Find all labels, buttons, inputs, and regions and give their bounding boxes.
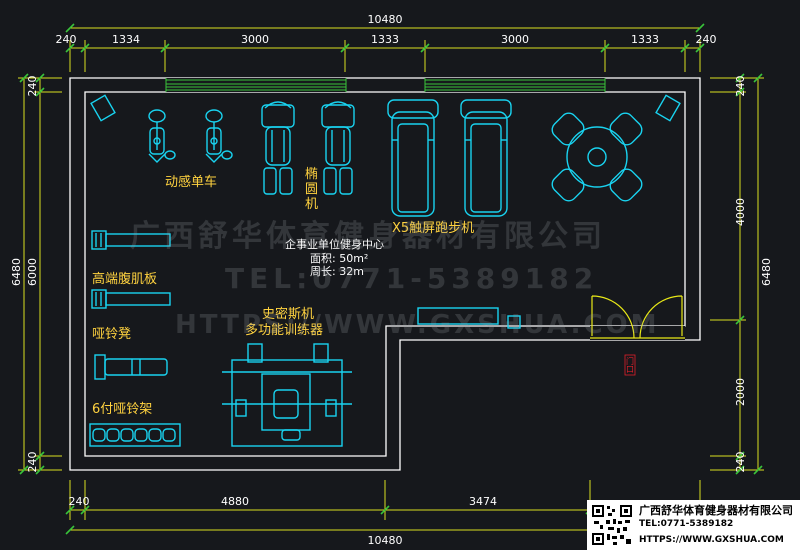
dim-top-seg: 240 [696, 33, 717, 46]
ab-board-icon [91, 289, 171, 309]
dimension-left: 6480 240 6000 240 [10, 73, 62, 475]
dim-top-seg: 1333 [371, 33, 399, 46]
dim-top-seg: 3000 [241, 33, 269, 46]
dim-top-seg: 1334 [112, 33, 140, 46]
stamp-url: HTTPS://WWW.GXSHUA.COM [639, 535, 784, 545]
room-walls [69, 77, 701, 471]
label-multi-trainer: 多功能训练器 [245, 322, 323, 338]
watermark-url: HTTPS://WWW.GXSHUA.COM [175, 310, 660, 340]
dim-bottom-total: 10480 [368, 534, 403, 547]
dim-bottom-seg: 3474 [469, 495, 497, 508]
window-right [424, 78, 606, 92]
info-title: 企事业单位健身中心 [285, 237, 384, 251]
smith-machine-icon [222, 343, 352, 447]
treadmill-icon [460, 99, 512, 217]
stamp-tel: TEL:0771-5389182 [639, 519, 734, 529]
dumbbell-bench-icon [94, 354, 168, 380]
counter-icon [417, 307, 499, 325]
watermark-company: 广西舒华体育健身器材有限公司 [130, 219, 606, 254]
speaker-icon [90, 94, 116, 122]
label-elliptical: 圆 [305, 182, 318, 197]
dim-right-seg: 2000 [734, 378, 747, 406]
elliptical-icon [261, 101, 295, 195]
label-ab-board: 高端腹肌板 [92, 271, 157, 287]
dimension-top: 10480 240 1334 3000 1333 3000 1333 240 [56, 13, 717, 72]
watermark-tel: TEL:0771-5389182 [225, 262, 598, 295]
dim-left-seg: 240 [26, 76, 39, 97]
water-dispenser-icon [507, 315, 521, 329]
dim-top-total: 10480 [368, 13, 403, 26]
company-stamp: 广西舒华体育健身器材有限公司 TEL:0771-5389182 HTTPS://… [587, 500, 800, 550]
label-spin-bikes: 动感单车 [165, 174, 217, 190]
label-treadmill: X5触屏跑步机 [392, 221, 474, 236]
dim-bottom-seg: 240 [69, 495, 90, 508]
dim-left-seg: 6000 [26, 258, 39, 286]
speaker-icon [655, 94, 681, 122]
dimension-right: 240 4000 2000 240 6480 [710, 73, 773, 475]
dim-right-seg: 240 [734, 76, 747, 97]
elliptical-icon [321, 101, 355, 195]
spin-bike-icon [205, 109, 233, 163]
label-elliptical: 椭 [305, 166, 318, 182]
dim-bottom-seg: 4880 [221, 495, 249, 508]
label-smith-machine: 史密斯机 [262, 306, 314, 322]
dim-top-seg: 240 [56, 33, 77, 46]
label-dumbbell-rack: 6付哑铃架 [92, 402, 152, 417]
entrance-door: 门口 [590, 295, 685, 376]
dumbbell-rack-icon [89, 423, 181, 447]
qr-code-icon [590, 503, 634, 547]
label-elliptical: 机 [305, 197, 318, 212]
entrance-label: 门口 [624, 354, 636, 376]
dim-right-seg: 240 [734, 452, 747, 473]
dim-right-seg: 4000 [734, 198, 747, 226]
dim-top-seg: 3000 [501, 33, 529, 46]
ab-board-icon [91, 230, 171, 250]
spin-bike-icon [148, 109, 176, 163]
stamp-company: 广西舒华体育健身器材有限公司 [639, 504, 793, 517]
label-dumbbell-bench: 哑铃凳 [92, 326, 131, 342]
info-area: 面积: 50m² [310, 252, 368, 265]
dim-top-seg: 1333 [631, 33, 659, 46]
entrance-text: 门口 [626, 356, 635, 373]
window-left [165, 78, 347, 92]
table-chairs-icon [551, 112, 643, 202]
dim-left-total: 6480 [10, 258, 23, 286]
dim-left-seg: 240 [26, 452, 39, 473]
treadmill-icon [387, 99, 439, 217]
info-perimeter: 周长: 32m [310, 265, 364, 278]
dim-right-total: 6480 [760, 258, 773, 286]
